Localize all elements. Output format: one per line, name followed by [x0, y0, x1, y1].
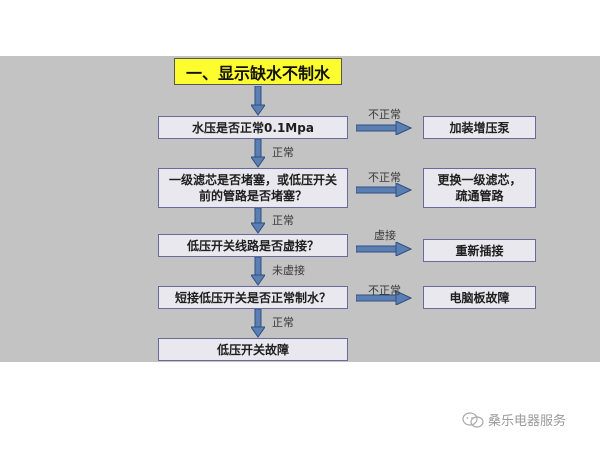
step-box-switch-fault: 低压开关故障 — [158, 338, 348, 361]
action-box-booster-pump: 加装增压泵 — [423, 116, 536, 139]
action-label: 更换一级滤芯，疏通管路 — [437, 173, 522, 203]
watermark: 桑乐电器服务 — [462, 410, 566, 429]
down-arrow-icon — [251, 86, 265, 116]
step-box-wiring-loose: 低压开关线路是否虚接？ — [158, 234, 348, 257]
branch-condition-label: 虚接 — [374, 229, 396, 242]
flowchart-title: 一、显示缺水不制水 — [174, 58, 342, 85]
step-label: 短接低压开关是否正常制水？ — [174, 290, 331, 305]
step-label: 水压是否正常0.1Mpa — [192, 120, 314, 135]
down-label: 正常 — [272, 146, 294, 159]
right-arrow-icon — [356, 121, 412, 135]
action-label: 加装增压泵 — [449, 120, 510, 135]
action-box-replace-filter: 更换一级滤芯，疏通管路 — [423, 168, 536, 208]
down-label: 正常 — [272, 214, 294, 227]
action-box-reconnect: 重新插接 — [423, 239, 536, 262]
step-label: 低压开关故障 — [216, 342, 289, 357]
down-arrow-icon — [251, 139, 265, 168]
down-label: 正常 — [272, 316, 294, 329]
step-label: 低压开关线路是否虚接？ — [186, 238, 319, 253]
branch-condition-label: 不正常 — [368, 284, 401, 297]
down-arrow-icon — [251, 257, 265, 286]
wechat-icon — [462, 411, 484, 428]
down-arrow-icon — [251, 309, 265, 338]
watermark-text: 桑乐电器服务 — [488, 414, 567, 429]
step-box-water-pressure: 水压是否正常0.1Mpa — [158, 116, 348, 139]
right-arrow-icon — [356, 242, 412, 256]
action-label: 重新插接 — [455, 243, 504, 258]
right-arrow-icon — [356, 183, 412, 197]
step-box-bypass-switch: 短接低压开关是否正常制水？ — [158, 286, 348, 309]
down-arrow-icon — [251, 208, 265, 234]
step-label: 一级滤芯是否堵塞，或低压开关前的管路是否堵塞？ — [169, 173, 338, 203]
action-label: 电脑板故障 — [449, 290, 510, 305]
branch-condition-label: 不正常 — [368, 108, 401, 121]
step-box-filter-blocked: 一级滤芯是否堵塞，或低压开关前的管路是否堵塞？ — [158, 168, 348, 208]
diagram-panel — [0, 56, 600, 362]
down-label: 未虚接 — [272, 264, 305, 277]
branch-condition-label: 不正常 — [368, 171, 401, 184]
action-box-board-fault: 电脑板故障 — [423, 286, 536, 309]
right-arrow-icon — [356, 291, 412, 305]
